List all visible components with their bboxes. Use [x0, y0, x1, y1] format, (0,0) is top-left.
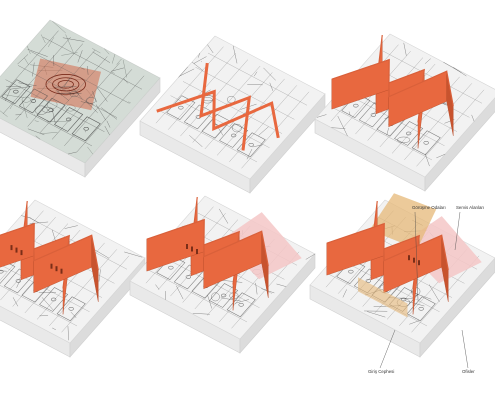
- wall-opening: [186, 244, 188, 249]
- wall-opening: [408, 255, 410, 260]
- wall-opening: [413, 258, 415, 263]
- label-meeting-rooms: Görüşme Odaları: [412, 206, 446, 210]
- wall-opening: [51, 264, 53, 269]
- wall-opening: [21, 250, 23, 255]
- panel-zigzag-lines: [140, 36, 325, 193]
- wall-opening: [61, 269, 63, 274]
- wall-opening: [191, 247, 193, 252]
- label-service-areas: Servis Alanları: [456, 206, 484, 210]
- panel-extruded-walls: [315, 34, 495, 191]
- panel-added-volume: [130, 196, 315, 353]
- wall-opening: [196, 249, 198, 254]
- label-entrance-facade: Giriş Cephesi: [368, 370, 394, 374]
- label-offices: Ofisler: [462, 370, 475, 374]
- wall-opening: [56, 266, 58, 271]
- wall-opening: [418, 260, 420, 265]
- wall-opening: [16, 248, 18, 253]
- wall-opening: [11, 245, 13, 250]
- panel-walls-openings: [0, 200, 145, 357]
- panel-sketch-overlay: [0, 20, 160, 177]
- panel-labeled-program: [310, 193, 495, 368]
- leader-line: [462, 330, 468, 368]
